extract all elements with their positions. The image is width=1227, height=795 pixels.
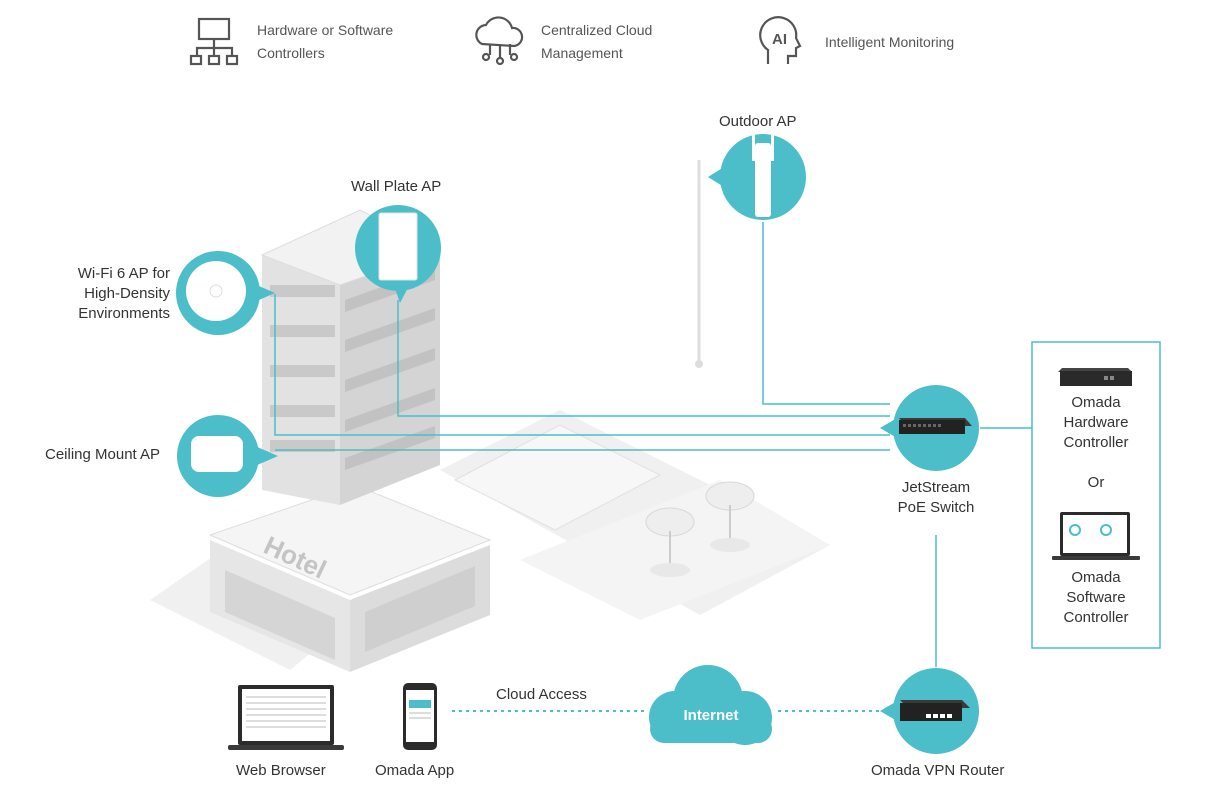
vpn-router-bubble	[880, 668, 979, 754]
label-line: Wi-Fi 6 AP for	[77, 265, 170, 282]
outdoor-ap-bubble	[708, 134, 806, 220]
label-line: JetStream	[901, 479, 971, 496]
internet-cloud	[649, 665, 772, 745]
cable-lines	[274, 222, 1032, 667]
label-line: High-Density	[84, 285, 170, 302]
label-line: Controller	[1063, 609, 1129, 626]
internet-label: Internet	[683, 707, 739, 724]
omada-app-label: Omada App	[375, 762, 455, 779]
label-line: Hardware	[1063, 414, 1129, 431]
ai-head-icon: AI	[759, 16, 802, 64]
feature-label-line: Hardware or Software	[257, 22, 394, 38]
outdoor-pole	[695, 160, 703, 368]
poe-switch-label: JetStream PoE Switch	[876, 478, 996, 518]
vpn-router-label: Omada VPN Router	[871, 762, 1005, 779]
omada-app-phone	[403, 683, 437, 750]
label-line: Software	[1066, 589, 1126, 606]
hotel-lobby	[150, 484, 492, 672]
umbrella-1	[705, 481, 755, 552]
feature-hardware-software: Hardware or Software Controllers	[257, 19, 393, 65]
hotel-tower	[260, 209, 442, 505]
feature-label-line: Intelligent Monitoring	[825, 34, 955, 50]
label-line: Omada	[1071, 569, 1121, 586]
omada-software-controller-laptop	[1052, 512, 1140, 560]
controller-box	[1031, 341, 1161, 649]
label-line: Controller	[1063, 434, 1129, 451]
feature-cloud: Centralized Cloud Management	[541, 19, 652, 65]
software-controller-label: Omada Software Controller	[1036, 568, 1156, 628]
cloud-access-label: Cloud Access	[496, 686, 587, 703]
or-label: Or	[1087, 474, 1105, 491]
umbrella-2	[645, 507, 695, 577]
wifi6-ap-bubble	[176, 251, 275, 335]
feature-monitoring: Intelligent Monitoring	[825, 31, 954, 54]
poe-switch-bubble	[880, 385, 979, 471]
feature-label-line: Management	[541, 45, 623, 61]
web-browser-label: Web Browser	[236, 762, 326, 779]
svg-text:AI: AI	[772, 31, 787, 48]
wifi6-ap-label: Wi-Fi 6 AP for High-Density Environments	[40, 264, 170, 324]
feature-label-line: Centralized Cloud	[541, 22, 653, 38]
ceiling-ap-bubble	[177, 415, 278, 497]
ceiling-ap-label: Ceiling Mount AP	[45, 446, 161, 463]
network-tree-icon	[189, 17, 239, 66]
outdoor-ap-label: Outdoor AP	[719, 113, 797, 130]
wall-plate-ap-bubble	[355, 205, 441, 303]
wall-plate-ap-label: Wall Plate AP	[351, 178, 442, 195]
pool-area	[440, 410, 830, 620]
hardware-controller-label: Omada Hardware Controller	[1036, 393, 1156, 453]
cloud-network-icon	[475, 16, 524, 66]
feature-label-line: Controllers	[257, 45, 325, 61]
label-line: Omada	[1071, 394, 1121, 411]
label-line: Environments	[78, 305, 170, 322]
web-browser-laptop	[228, 685, 344, 750]
omada-hardware-controller-device	[1058, 368, 1132, 386]
label-line: PoE Switch	[897, 499, 975, 516]
